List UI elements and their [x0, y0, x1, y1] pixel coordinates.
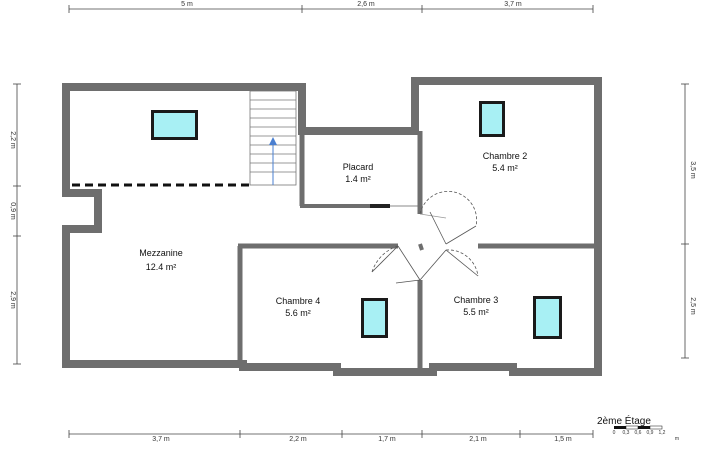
- interior-walls: [237, 131, 596, 368]
- room-area-placard: 1.4 m²: [345, 174, 371, 184]
- door-chambre4: [371, 245, 421, 284]
- floor-label: 2ème Étage: [597, 414, 651, 427]
- door-chambre2: [429, 211, 447, 245]
- dim-left-1: 2,2 m: [9, 131, 16, 149]
- dim-left-3: 2,9 m: [9, 291, 16, 309]
- dim-right-1: 3,5 m: [689, 161, 696, 179]
- dimension-top: [68, 5, 594, 13]
- scale-bar: [614, 425, 663, 430]
- room-name-chambre3: Chambre 3: [454, 295, 499, 305]
- scale-tick-0: 0: [613, 430, 616, 436]
- skylight-chambre4: [361, 298, 388, 338]
- room-area-chambre2: 5.4 m²: [492, 163, 518, 173]
- room-name-placard: Placard: [343, 162, 374, 172]
- dim-top-2: 2,6 m: [357, 1, 375, 8]
- door-placard: [419, 190, 477, 245]
- door-chambre3: [419, 249, 479, 281]
- room-area-mezzanine: 12.4 m²: [146, 262, 177, 272]
- room-name-mezzanine: Mezzanine: [139, 248, 183, 258]
- dim-bottom-2: 2,2 m: [289, 436, 307, 443]
- room-name-chambre2: Chambre 2: [483, 151, 528, 161]
- scale-tick-3: 0,9: [647, 430, 654, 436]
- stair-direction-arrow-icon: [269, 137, 277, 145]
- scale-tick-2: 0,6: [635, 430, 642, 436]
- dim-bottom-1: 3,7 m: [152, 436, 170, 443]
- dimension-left: [13, 83, 21, 365]
- outer-wall: [62, 77, 602, 376]
- dimension-bottom: [68, 430, 594, 438]
- room-name-chambre4: Chambre 4: [276, 296, 321, 306]
- skylight-chambre2: [479, 101, 505, 137]
- room-area-chambre3: 5.5 m²: [463, 307, 489, 317]
- dimension-right: [681, 83, 689, 359]
- dim-bottom-5: 1,5 m: [554, 436, 572, 443]
- dim-top-1: 5 m: [181, 1, 193, 8]
- scale-tick-4: 1,2: [659, 430, 666, 436]
- scale-tick-1: 0,3: [623, 430, 630, 436]
- dim-bottom-3: 1,7 m: [378, 436, 396, 443]
- skylight-chambre3: [533, 296, 562, 339]
- scale-unit: m: [675, 436, 679, 442]
- dim-left-2: 0,9 m: [9, 202, 16, 220]
- skylight-mezzanine: [151, 110, 198, 140]
- dim-bottom-4: 2,1 m: [469, 436, 487, 443]
- room-area-chambre4: 5.6 m²: [285, 308, 311, 318]
- dim-top-3: 3,7 m: [504, 1, 522, 8]
- dim-right-2: 2,5 m: [689, 297, 696, 315]
